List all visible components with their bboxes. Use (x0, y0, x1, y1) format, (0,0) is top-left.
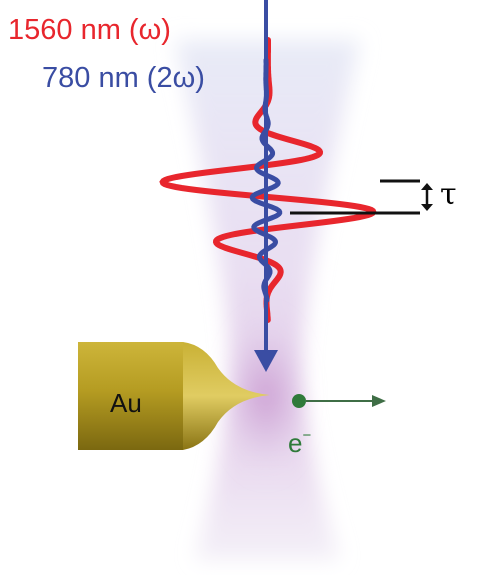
legend-blue-label: 780 nm (2ω) (42, 62, 205, 94)
electron-symbol: e (288, 428, 303, 458)
electron-charge: − (302, 427, 312, 444)
delay-double-arrow (421, 183, 433, 211)
gold-tip-body (78, 342, 183, 450)
gold-tip-apex (183, 342, 270, 450)
delay-label: τ (440, 177, 457, 212)
legend-red-label: 1560 nm (ω) (8, 14, 171, 46)
beam-arrowhead (254, 350, 278, 372)
electron-dot (292, 394, 306, 408)
electron-label: e− (288, 428, 311, 456)
tip-label: Au (110, 388, 142, 418)
red-pulse-wave (159, 37, 377, 323)
electron-arrowhead (372, 395, 386, 407)
